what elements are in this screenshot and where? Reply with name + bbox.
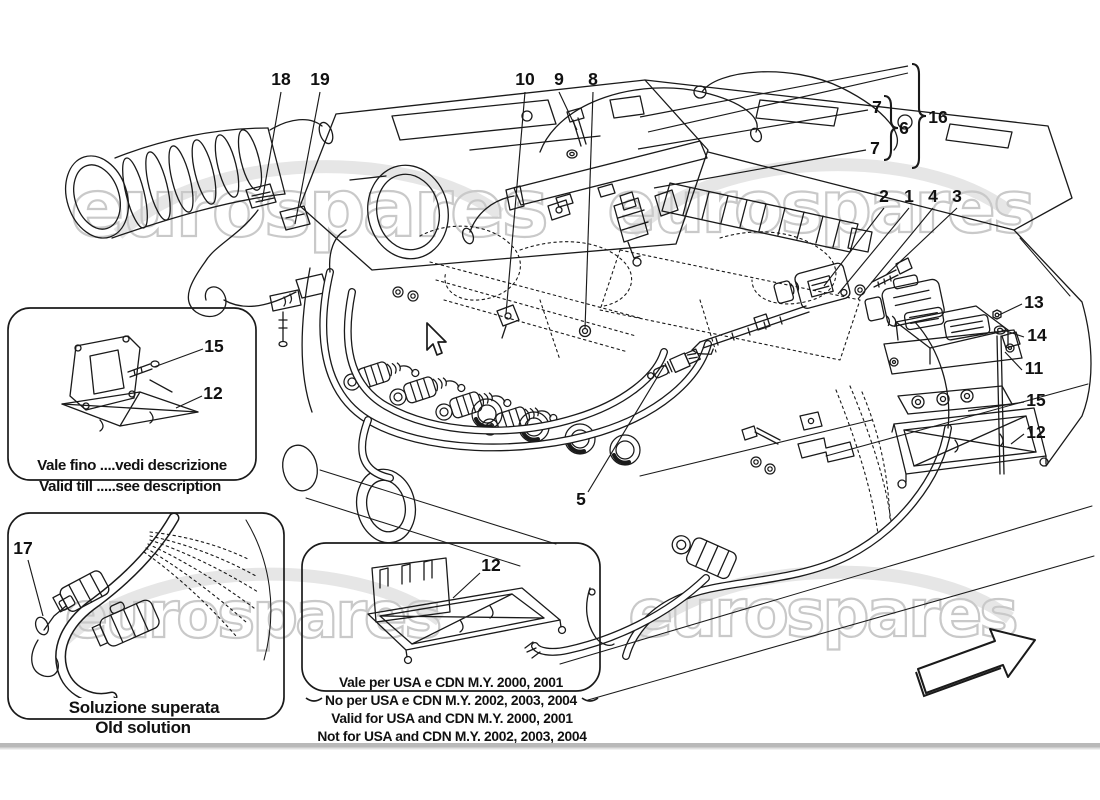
bracket-drawing-usa-cdn xyxy=(367,557,567,665)
callout-10: 10 xyxy=(515,69,535,89)
callout-12-right: 12 xyxy=(1026,422,1046,442)
callout-16: 16 xyxy=(928,107,948,127)
callout-17: 17 xyxy=(13,538,32,558)
watermark-layer: eurospares eurospares eurospares eurospa… xyxy=(59,158,1037,654)
coil-device xyxy=(691,262,851,354)
brace-item-16 xyxy=(911,62,927,170)
callout-12-mid: 12 xyxy=(481,555,501,575)
coil-bolt-group xyxy=(854,257,945,327)
callout-1: 1 xyxy=(904,186,914,206)
caption-old-solution-it: Soluzione superata xyxy=(69,698,220,717)
callout-11: 11 xyxy=(1025,358,1044,378)
hidden-detail-dotted xyxy=(419,225,893,535)
right-harness xyxy=(524,321,952,660)
callout-13: 13 xyxy=(1024,292,1044,312)
callout-18: 18 xyxy=(271,69,291,89)
callout-19: 19 xyxy=(310,69,330,89)
swoosh-top-right xyxy=(627,158,1014,237)
caption-usa-cdn-1: Vale per USA e CDN M.Y. 2000, 2001 xyxy=(339,675,564,690)
fasteners-group xyxy=(741,411,855,475)
swoosh-bottom-left xyxy=(59,567,444,645)
bracket-drawing-valid-till xyxy=(61,335,199,432)
watermark-text: eurospares xyxy=(607,165,1032,249)
wiring-harness xyxy=(319,229,712,482)
callout-12-box: 12 xyxy=(203,383,223,403)
inset-box-usa-cdn xyxy=(301,542,601,692)
callout-4: 4 xyxy=(928,186,938,206)
caption-valid-till-it: Vale fino ....vedi descrizione xyxy=(37,457,227,474)
old-solution-drawing xyxy=(31,512,272,713)
callout-8: 8 xyxy=(588,69,598,89)
fuel-rail xyxy=(461,140,708,245)
caption-backing xyxy=(56,698,232,718)
clamp-bracket xyxy=(496,304,520,339)
border-gap-mark-right xyxy=(581,697,599,702)
right-valve-cover xyxy=(644,79,1092,467)
mounting-bracket-tray xyxy=(891,385,1049,489)
caption-old-solution-en: Old solution xyxy=(95,718,191,737)
caption-usa-cdn-4: Not for USA and CDN M.Y. 2002, 2003, 200… xyxy=(317,729,587,744)
callout-leaders xyxy=(27,62,1025,617)
callout-7-upper: 7 xyxy=(872,97,882,117)
callout-15-box: 15 xyxy=(204,336,224,356)
brace-item-6 xyxy=(883,94,899,162)
caption-valid-till-en: Valid till .....see description xyxy=(39,478,221,495)
callout-numbers: 18 19 10 9 8 7 6 16 7 2 1 4 3 13 14 11 1… xyxy=(13,69,1047,575)
inset-box-valid-till xyxy=(7,307,257,481)
inset-box-old-solution xyxy=(7,512,285,720)
page-divider xyxy=(0,743,1100,750)
watermark-text: eurospares xyxy=(70,162,546,255)
callout-15-right: 15 xyxy=(1026,390,1046,410)
swoosh-bottom-right xyxy=(629,565,1014,643)
direction-arrow xyxy=(915,628,1036,698)
inset-boxes: Vale fino ....vedi descrizione Valid til… xyxy=(7,307,601,744)
caption-usa-cdn-3: Valid for USA and CDN M.Y. 2000, 2001 xyxy=(331,711,573,726)
callout-14: 14 xyxy=(1027,325,1047,345)
left-valve-cover xyxy=(299,79,709,271)
caption-usa-cdn-2: No per USA e CDN M.Y. 2002, 2003, 2004 xyxy=(325,693,578,708)
mouse-cursor xyxy=(426,322,447,356)
callout-3: 3 xyxy=(952,186,962,206)
callout-9: 9 xyxy=(554,69,564,89)
spark-plug xyxy=(647,348,714,380)
callout-2: 2 xyxy=(879,186,889,206)
swoosh-top-left xyxy=(113,160,504,239)
callout-7-lower: 7 xyxy=(870,138,880,158)
fuel-injector xyxy=(613,191,649,267)
callout-5: 5 xyxy=(576,489,586,509)
border-gap-mark-left xyxy=(305,697,323,702)
callout-6: 6 xyxy=(899,118,909,138)
chassis-lines xyxy=(559,383,1095,701)
